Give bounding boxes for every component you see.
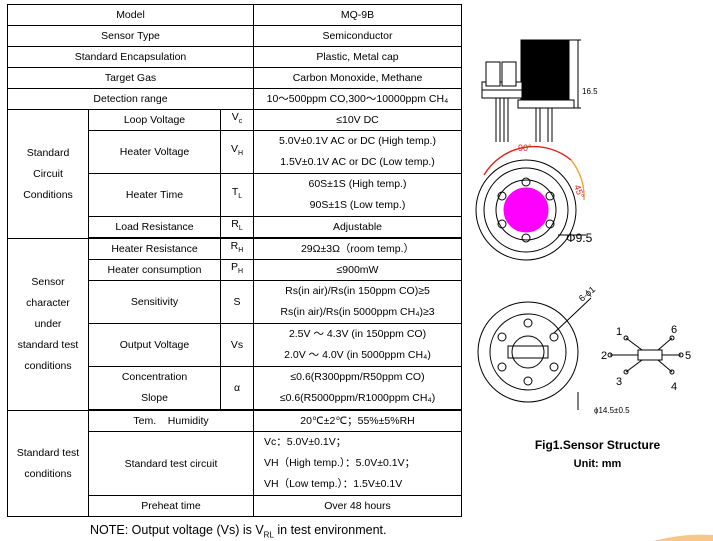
- row-model: Model MQ-9B: [7, 4, 462, 26]
- caption-title: Fig1.Sensor Structure: [534, 438, 661, 452]
- outer-diameter-label: ϕ14.5±0.5: [594, 406, 630, 415]
- row-temp-humidity: Standard test conditions Tem. Humidity 2…: [7, 410, 462, 517]
- pin-1-label: 1: [616, 326, 622, 338]
- diameter-label: Φ9.5: [566, 231, 593, 245]
- sensitivity-value: Rs(in air)/Rs(in 150ppm CO)≥5 Rs(in air)…: [253, 280, 462, 324]
- heater-resistance-name: Heater Resistance: [88, 238, 221, 260]
- pin-4-label: 4: [671, 381, 677, 393]
- loop-voltage-symbol: Vc: [220, 109, 254, 131]
- row-test-circuit: Standard test circuit Vc：5.0V±0.1V； VH（H…: [8, 431, 462, 496]
- sensitivity-symbol: S: [220, 280, 254, 324]
- heater-time-name: Heater Time: [88, 173, 221, 217]
- output-voltage-value: 2.5V ～ 4.3V (in 150ppm CO) 2.0V ～ 4.0V (…: [253, 323, 462, 367]
- sensor-structure-figure: 16.5 90° 45° Φ9.5 6-ϕ1 ϕ14.5±0.5: [475, 39, 691, 415]
- sensitivity-name: Sensitivity: [88, 280, 221, 324]
- test-circuit-value: Vc：5.0V±0.1V； VH（High temp.）：5.0V±0.1V； …: [253, 431, 462, 496]
- spec-table: Model MQ-9B Sensor Type Semiconductor St…: [7, 4, 462, 517]
- row-output-voltage: Output Voltage Vs 2.5V ～ 4.3V (in 150ppm…: [8, 323, 462, 367]
- note-text: NOTE: Output voltage (Vs) is VRL in test…: [90, 523, 387, 540]
- concentration-slope-symbol: α: [220, 366, 254, 410]
- angle-45-label: 45°: [572, 183, 586, 200]
- row-encapsulation: Standard Encapsulation Plastic, Metal ca…: [7, 46, 462, 68]
- row-sensitivity: Sensitivity S Rs(in air)/Rs(in 150ppm CO…: [8, 280, 462, 324]
- pin-3-label: 3: [616, 376, 622, 388]
- top-view-drawing: [475, 145, 586, 261]
- row-heater-resistance: Sensor character under standard test con…: [7, 238, 462, 411]
- preheat-name: Preheat time: [88, 495, 254, 517]
- test-circuit-name: Standard test circuit: [88, 431, 254, 496]
- load-resistance-value: Adjustable: [253, 216, 462, 238]
- loop-voltage-name: Loop Voltage: [88, 109, 221, 131]
- row-preheat: Preheat time Over 48 hours: [8, 495, 462, 517]
- heater-time-value: 60S±1S (High temp.) 90S±1S (Low temp.): [253, 173, 462, 217]
- output-voltage-name: Output Voltage: [88, 323, 221, 367]
- row-concentration-slope: Concentration Slope α ≤0.6(R300ppm/R50pp…: [8, 366, 462, 410]
- load-resistance-name: Load Resistance: [88, 216, 221, 238]
- caption-unit: Unit: mm: [573, 458, 622, 470]
- target-gas-value: Carbon Monoxide, Methane: [253, 67, 462, 89]
- heater-consumption-symbol: PH: [220, 259, 254, 281]
- heater-voltage-symbol: VH: [220, 130, 254, 174]
- corner-swoosh: [653, 534, 713, 541]
- output-voltage-symbol: Vs: [220, 323, 254, 367]
- heater-consumption-value: ≤900mW: [253, 259, 462, 281]
- side-view-drawing: [481, 39, 581, 142]
- row-sensor-type: Sensor Type Semiconductor: [7, 25, 462, 47]
- row-target-gas: Target Gas Carbon Monoxide, Methane: [7, 67, 462, 89]
- figure-caption: Fig1.Sensor Structure Unit: mm: [520, 438, 675, 470]
- height-label: 16.5: [582, 87, 598, 96]
- character-group-label: Sensor character under standard test con…: [7, 238, 89, 411]
- heater-voltage-value: 5.0V±0.1V AC or DC (High temp.) 1.5V±0.1…: [253, 130, 462, 174]
- pin-diagram: [607, 335, 684, 375]
- heater-voltage-name: Heater Voltage: [88, 130, 221, 174]
- angle-90-label: 90°: [518, 143, 532, 153]
- concentration-slope-name: Concentration Slope: [88, 366, 221, 410]
- loop-voltage-value: ≤10V DC: [253, 109, 462, 131]
- pins-label: 6-ϕ1: [577, 284, 597, 303]
- pin-6-label: 6: [671, 324, 677, 336]
- pin-5-label: 5: [685, 350, 691, 362]
- concentration-slope-value: ≤0.6(R300ppm/R50ppm CO) ≤0.6(R5000ppm/R1…: [253, 366, 462, 410]
- circuit-group-label: Standard Circuit Conditions: [7, 109, 89, 239]
- model-value: MQ-9B: [253, 4, 462, 26]
- detection-range-label: Detection range: [7, 88, 254, 110]
- sensor-type-value: Semiconductor: [253, 25, 462, 47]
- encapsulation-value: Plastic, Metal cap: [253, 46, 462, 68]
- bottom-view-drawing: [477, 297, 592, 410]
- row-load-resistance: Load Resistance RL Adjustable: [8, 216, 462, 238]
- preheat-value: Over 48 hours: [253, 495, 462, 517]
- heater-resistance-symbol: RH: [220, 238, 254, 260]
- sensor-type-label: Sensor Type: [7, 25, 254, 47]
- heater-consumption-name: Heater consumption: [88, 259, 221, 281]
- row-loop-voltage: Standard Circuit Conditions Loop Voltage…: [7, 109, 462, 239]
- model-label: Model: [7, 4, 254, 26]
- pin-2-label: 2: [601, 350, 607, 362]
- detection-range-value: 10～500ppm CO,300～10000ppm CH₄: [253, 88, 462, 110]
- encapsulation-label: Standard Encapsulation: [7, 46, 254, 68]
- target-gas-label: Target Gas: [7, 67, 254, 89]
- row-heater-voltage: Heater Voltage VH 5.0V±0.1V AC or DC (Hi…: [8, 130, 462, 174]
- heater-time-symbol: TL: [220, 173, 254, 217]
- load-resistance-symbol: RL: [220, 216, 254, 238]
- test-group-label: Standard test conditions: [7, 410, 89, 517]
- row-detection-range: Detection range 10～500ppm CO,300～10000pp…: [7, 88, 462, 110]
- temp-humidity-name: Tem. Humidity: [88, 410, 254, 432]
- temp-humidity-value: 20℃±2℃；55%±5%RH: [253, 410, 462, 432]
- heater-resistance-value: 29Ω±3Ω（room temp.）: [253, 238, 462, 260]
